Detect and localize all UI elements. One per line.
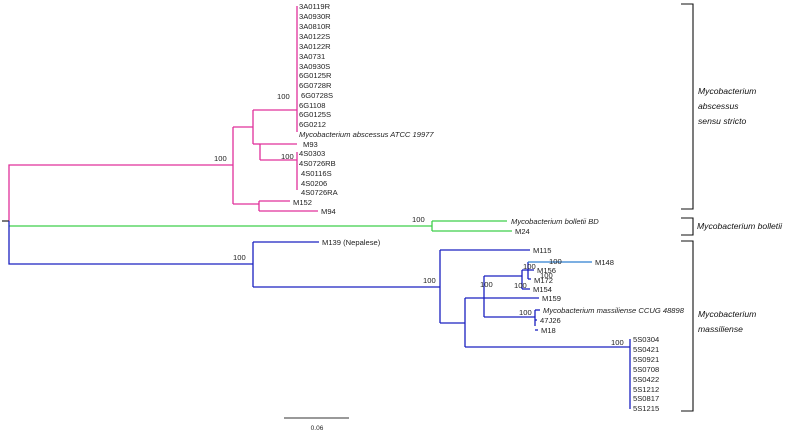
leaf-label: M156 bbox=[537, 266, 556, 275]
leaf-label: 6G1108 bbox=[299, 101, 325, 110]
bootstrap-value: 100 bbox=[523, 262, 536, 271]
leaf-label: 5S0708 bbox=[633, 365, 659, 374]
leaf-label: 4S0726RB bbox=[299, 159, 336, 168]
massiliense-leaf-labels: M139 (Nepalese) M115 M148 M156 M172 M154… bbox=[322, 238, 685, 413]
bolletii-leaf-labels: Mycobacterium bolletii BD M24 bbox=[511, 217, 599, 236]
bolletii-group-label: Mycobacterium bolletii bbox=[697, 221, 783, 231]
leaf-label: 5S1212 bbox=[633, 385, 659, 394]
leaf-label: 4S0726RA bbox=[301, 188, 339, 197]
leaf-label: M115 bbox=[533, 246, 551, 255]
bootstrap-value: 100 bbox=[611, 338, 624, 347]
leaf-label: M139 (Nepalese) bbox=[322, 238, 381, 247]
leaf-label: 5S0304 bbox=[633, 335, 659, 344]
leaf-label: M172 bbox=[534, 276, 553, 285]
bootstrap-value: 100 bbox=[423, 276, 436, 285]
leaf-label: 3A0930R bbox=[299, 12, 331, 21]
bootstrap-value: 100 bbox=[214, 154, 227, 163]
scale-bar-label: 0.06 bbox=[311, 425, 324, 432]
bolletii-bracket bbox=[681, 217, 694, 236]
leaf-label: 4S0303 bbox=[299, 149, 325, 158]
bolletii-branches bbox=[9, 220, 512, 232]
leaf-label: 6G0125R bbox=[299, 71, 332, 80]
leaf-label: 5S0921 bbox=[633, 355, 659, 364]
massiliense-branches bbox=[8, 221, 631, 409]
leaf-label: Mycobacterium bolletii BD bbox=[511, 217, 599, 226]
leaf-label: 4S0206 bbox=[301, 179, 327, 188]
leaf-label: M93 bbox=[303, 140, 318, 149]
leaf-label: M148 bbox=[595, 258, 614, 267]
leaf-label: 6G0125S bbox=[299, 110, 331, 119]
bootstrap-value: 100 bbox=[412, 215, 425, 224]
leaf-label: Mycobacterium massiliense CCUG 48898 bbox=[543, 306, 685, 315]
bootstrap-value: 100 bbox=[281, 152, 294, 161]
bootstrap-value: 100 bbox=[233, 253, 246, 262]
scale-bar: 0.06 bbox=[284, 417, 349, 432]
abscessus-leaf-labels: 3A0119R 3A0930R 3A0810R 3A0122S 3A0122R … bbox=[293, 2, 434, 216]
bootstrap-value: 100 bbox=[480, 280, 493, 289]
leaf-label: 5S1215 bbox=[633, 404, 659, 413]
leaf-label: Mycobacterium abscessus ATCC 19977 bbox=[299, 130, 434, 139]
leaf-label: 3A0122S bbox=[299, 32, 330, 41]
leaf-label: 3A0731 bbox=[299, 52, 325, 61]
root-to-massiliense-branch bbox=[8, 221, 253, 265]
leaf-label: 5S0817 bbox=[633, 394, 659, 403]
group-brackets bbox=[681, 3, 694, 412]
massiliense-bracket bbox=[681, 240, 694, 412]
leaf-label: M154 bbox=[533, 285, 552, 294]
bootstrap-value: 100 bbox=[549, 257, 562, 266]
leaf-label: M159 bbox=[542, 294, 561, 303]
bootstrap-value: 100 bbox=[277, 92, 290, 101]
root-to-abscessus-branch bbox=[8, 164, 233, 221]
abscessus-group-label: abscessus bbox=[698, 101, 739, 111]
leaf-label: M152 bbox=[293, 198, 312, 207]
leaf-label: M18 bbox=[541, 326, 556, 335]
leaf-label: 3A0119R bbox=[299, 2, 331, 11]
bootstrap-values: 100 100 100 100 100 100 100 100 100 100 … bbox=[214, 92, 624, 347]
leaf-label: 3A0122R bbox=[299, 42, 331, 51]
group-labels: Mycobacterium abscessus sensu stricto My… bbox=[697, 86, 783, 334]
massiliense-group-label: Mycobacterium bbox=[698, 309, 756, 319]
abscessus-group-label: sensu stricto bbox=[698, 116, 746, 126]
leaf-label: 3A0810R bbox=[299, 22, 331, 31]
massiliense-group-label: massiliense bbox=[698, 324, 743, 334]
leaf-label: 47J26 bbox=[540, 316, 561, 325]
leaf-label: 6G0212 bbox=[299, 120, 326, 129]
leaf-label: 5S0422 bbox=[633, 375, 659, 384]
bootstrap-value: 100 bbox=[519, 308, 532, 317]
leaf-label: 6G0728R bbox=[299, 81, 332, 90]
leaf-label: 3A0930S bbox=[299, 62, 330, 71]
leaf-label: M94 bbox=[321, 207, 336, 216]
bootstrap-value: 100 bbox=[540, 271, 553, 280]
abscessus-group-label: Mycobacterium bbox=[698, 86, 756, 96]
bootstrap-value: 100 bbox=[514, 281, 527, 290]
abscessus-bracket bbox=[681, 3, 694, 210]
abscessus-branches bbox=[8, 6, 318, 221]
leaf-label: M24 bbox=[515, 227, 530, 236]
leaf-label: 4S0116S bbox=[301, 169, 332, 178]
leaf-label: 6G0728S bbox=[301, 91, 333, 100]
leaf-label: 5S0421 bbox=[633, 345, 659, 354]
